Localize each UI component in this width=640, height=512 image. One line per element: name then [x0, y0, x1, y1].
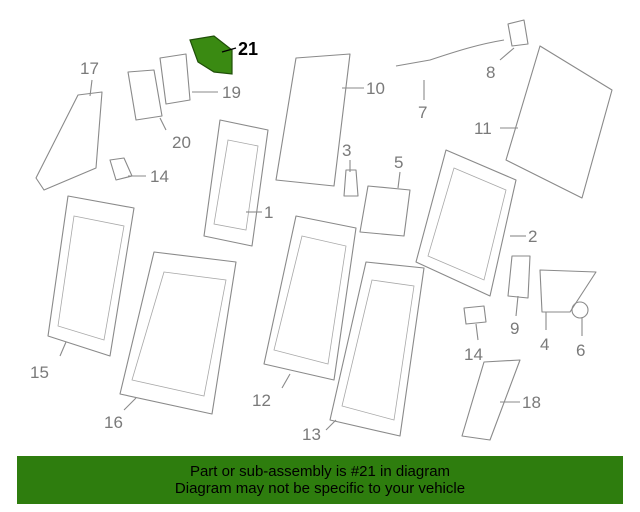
part-17-panel [35, 91, 103, 191]
callout-1[interactable]: 1 [264, 203, 273, 222]
part-10-panel [275, 53, 351, 187]
leader-21 [221, 47, 237, 53]
part-16-cushion-cover [119, 251, 237, 415]
callout-18[interactable]: 18 [522, 393, 541, 412]
callout-11[interactable]: 11 [474, 119, 492, 138]
part-3-bolt [343, 169, 359, 197]
leader-14b [475, 323, 479, 341]
callout-14-upper[interactable]: 14 [150, 167, 169, 186]
callout-leader-lines [59, 47, 583, 431]
part-18-side-panel [461, 359, 521, 441]
callout-2[interactable]: 2 [528, 227, 537, 246]
part-14-clip-upper [109, 157, 133, 181]
part-5-bracket [359, 185, 411, 237]
callout-12[interactable]: 12 [252, 391, 271, 410]
callout-14-lower[interactable]: 14 [464, 345, 483, 364]
callout-15[interactable]: 15 [30, 363, 49, 382]
part-7-cable [395, 39, 505, 67]
callout-21[interactable]: 21 [238, 39, 258, 59]
callout-16[interactable]: 16 [104, 413, 123, 432]
part-1-frame [203, 119, 269, 247]
part-6-fastener [571, 301, 589, 319]
part-21-highlighted[interactable] [189, 35, 233, 75]
part-14-clip-lower [463, 305, 487, 325]
callout-9[interactable]: 9 [510, 319, 519, 338]
callout-4[interactable]: 4 [540, 335, 549, 354]
part-2-frame-detail [427, 167, 507, 281]
part-20-cover [127, 69, 163, 121]
callout-3[interactable]: 3 [342, 141, 351, 160]
leader-12 [281, 373, 291, 389]
part-8-cable-end [507, 19, 529, 47]
part-19-bracket [159, 53, 191, 105]
callout-20[interactable]: 20 [172, 133, 191, 152]
part-16-detail [131, 271, 227, 397]
banner-line-1: Part or sub-assembly is #21 in diagram [189, 463, 451, 480]
part-9-handle [507, 255, 531, 299]
leader-15 [59, 341, 67, 357]
leader-9 [515, 295, 519, 317]
part-13-detail [341, 279, 415, 421]
leader-16 [123, 397, 137, 411]
leader-5 [397, 171, 401, 189]
info-banner: Part or sub-assembly is #21 in diagram D… [17, 456, 623, 504]
callout-8[interactable]: 8 [486, 63, 495, 82]
callout-17[interactable]: 17 [80, 59, 99, 78]
part-drawings [35, 19, 613, 441]
callout-19[interactable]: 19 [222, 83, 241, 102]
leader-8 [499, 47, 515, 61]
part-1-frame-detail [213, 139, 259, 231]
part-12-detail [273, 235, 347, 365]
seat-parts-diagram: 21 17 19 20 14 1 10 3 5 7 8 11 2 9 4 6 1… [30, 19, 613, 444]
part-11-panel [505, 45, 613, 199]
part-13-cushion-center [329, 261, 425, 437]
callout-7[interactable]: 7 [418, 103, 427, 122]
callout-6[interactable]: 6 [576, 341, 585, 360]
callout-5[interactable]: 5 [394, 153, 403, 172]
leader-13 [325, 419, 337, 431]
callout-13[interactable]: 13 [302, 425, 321, 444]
part-15-detail [57, 215, 125, 341]
callout-10[interactable]: 10 [366, 79, 385, 98]
leader-17 [89, 79, 93, 97]
leader-20 [159, 117, 167, 131]
callout-labels: 21 17 19 20 14 1 10 3 5 7 8 11 2 9 4 6 1… [30, 39, 585, 444]
part-12-back-cover-center [263, 215, 357, 381]
part-15-back-cover [47, 195, 135, 357]
banner-line-2: Diagram may not be specific to your vehi… [174, 480, 466, 497]
part-4-bracket [539, 269, 597, 313]
part-2-frame [415, 149, 517, 297]
